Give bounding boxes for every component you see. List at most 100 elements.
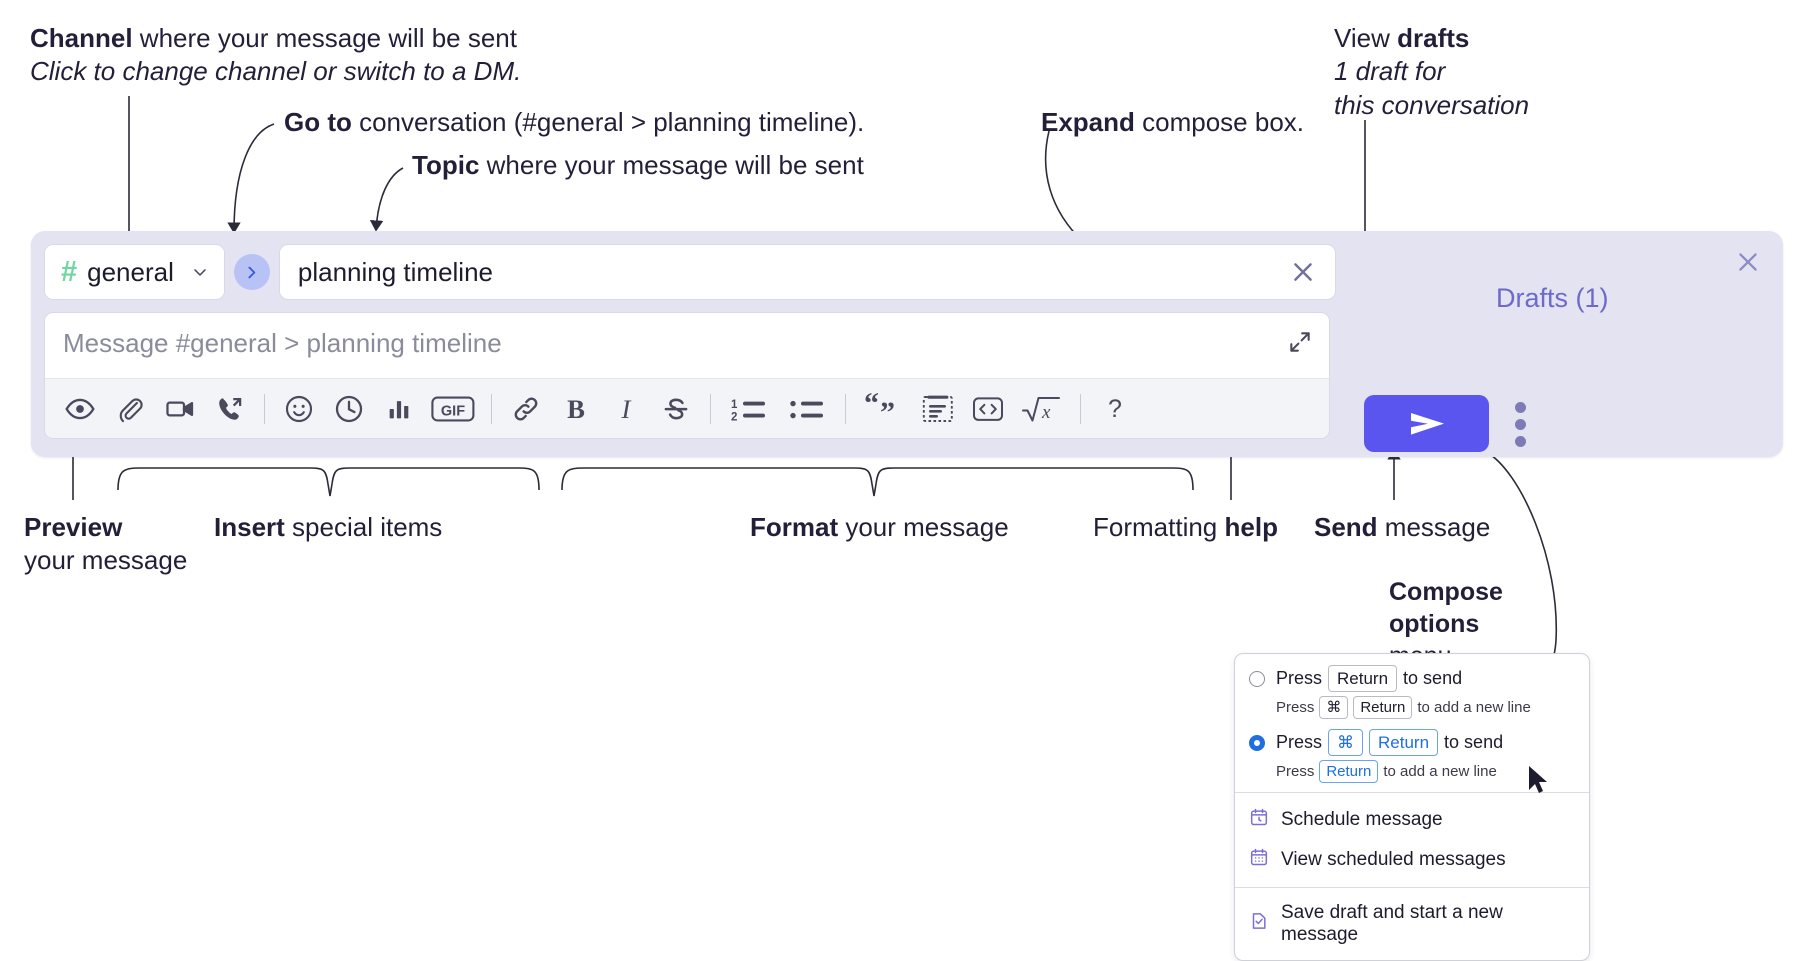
close-icon[interactable]: [1731, 245, 1765, 279]
opt1-sub-word-1: Press: [1276, 699, 1315, 716]
opt1-word-1: Press: [1276, 668, 1323, 688]
annotation-compose-options-bold-1: Compose: [1389, 578, 1503, 606]
italic-icon[interactable]: I: [601, 386, 651, 432]
annotation-help: Formatting help: [1093, 511, 1278, 544]
opt2-key-return: Return: [1369, 729, 1439, 756]
menu-item-schedule-message-label: Schedule message: [1281, 809, 1443, 830]
menu-option-return-to-send-sub: Press ⌘ Return to add a new line: [1235, 694, 1589, 721]
opt2-key-cmd: ⌘: [1328, 729, 1364, 756]
annotation-send: Send message: [1314, 511, 1490, 544]
annotation-format: Format your message: [750, 511, 1009, 544]
toolbar-divider-1: [264, 393, 265, 424]
menu-item-schedule-message[interactable]: Schedule message: [1235, 800, 1589, 840]
channel-name: general: [87, 256, 174, 287]
menu-item-save-draft[interactable]: Save draft and start a new message: [1235, 895, 1589, 953]
calendar-clock-icon: [1249, 807, 1269, 833]
annotation-format-rest: your message: [838, 512, 1009, 542]
svg-text:”: ”: [880, 396, 895, 425]
menu-option-cmd-return-to-send[interactable]: Press ⌘ Return to send: [1235, 727, 1589, 758]
channel-selector[interactable]: # general: [44, 244, 225, 300]
compose-options-button[interactable]: [1505, 401, 1535, 447]
svg-text:I: I: [621, 393, 632, 423]
annotation-format-bold: Format: [750, 512, 839, 542]
menu-option-return-to-send-label: Press Return to send: [1276, 665, 1462, 692]
annotation-preview-rest: your message: [24, 545, 188, 576]
annotation-expand-rest: compose box.: [1134, 107, 1305, 137]
annotation-compose-options-bold-2: options: [1389, 610, 1480, 638]
opt2-word-2: to send: [1444, 732, 1504, 752]
svg-text:“: “: [864, 393, 879, 420]
send-button[interactable]: [1364, 395, 1489, 452]
link-icon[interactable]: [501, 386, 551, 432]
menu-divider-2: [1235, 887, 1589, 888]
huddle-call-icon[interactable]: [205, 386, 255, 432]
svg-text:?: ?: [1108, 395, 1122, 423]
send-shortcut-options: Press Return to send Press ⌘ Return to a…: [1235, 654, 1589, 792]
preview-icon[interactable]: [55, 386, 105, 432]
draft-section: Save draft and start a new message: [1235, 888, 1589, 960]
clock-icon[interactable]: [324, 386, 374, 432]
annotation-goto-bold: Go to: [284, 107, 352, 137]
message-composer: Message #general > planning timeline: [44, 312, 1330, 439]
expand-icon[interactable]: [1283, 325, 1317, 359]
menu-item-view-scheduled-messages-label: View scheduled messages: [1281, 849, 1506, 870]
chevron-down-icon: [190, 262, 210, 282]
strikethrough-icon[interactable]: [651, 386, 701, 432]
annotation-expand: Expand compose box.: [1041, 106, 1304, 139]
annotation-preview: Preview your message: [24, 511, 187, 578]
topic-clear-icon[interactable]: [1285, 254, 1321, 290]
math-icon[interactable]: x: [1013, 386, 1071, 432]
opt1-sub-key-return: Return: [1353, 696, 1413, 719]
emoji-icon[interactable]: [274, 386, 324, 432]
annotation-help-plain: Formatting: [1093, 512, 1225, 542]
opt1-sub-key-cmd: ⌘: [1319, 696, 1349, 719]
save-draft-icon: [1249, 911, 1269, 937]
formatting-toolbar: GIF B I: [45, 378, 1329, 438]
annotation-preview-bold: Preview: [24, 512, 123, 542]
annotation-goto: Go to conversation (#general > planning …: [284, 106, 864, 139]
annotation-channel-bold: Channel: [30, 23, 133, 53]
topic-value: planning timeline: [297, 256, 494, 287]
menu-divider-1: [1235, 792, 1589, 793]
opt2-sub-key-return: Return: [1319, 760, 1379, 783]
help-icon[interactable]: ?: [1090, 386, 1140, 432]
topic-input[interactable]: planning timeline: [278, 244, 1336, 300]
menu-item-save-draft-label: Save draft and start a new message: [1281, 902, 1503, 945]
annotation-goto-rest: conversation (#general > planning timeli…: [351, 107, 865, 137]
inline-code-icon[interactable]: [963, 386, 1013, 432]
code-block-icon[interactable]: [913, 386, 963, 432]
opt2-word-1: Press: [1276, 732, 1323, 752]
attachment-icon[interactable]: [105, 386, 155, 432]
menu-item-view-scheduled-messages[interactable]: View scheduled messages: [1235, 840, 1589, 880]
svg-text:2: 2: [731, 411, 737, 423]
kebab-dot-1: [1514, 401, 1526, 413]
annotation-topic-rest: where your message will be sent: [479, 150, 864, 180]
menu-option-cmd-return-to-send-label: Press ⌘ Return to send: [1276, 729, 1503, 756]
bold-icon[interactable]: B: [551, 386, 601, 432]
schedule-section: Schedule message View scheduled me: [1235, 793, 1589, 887]
video-icon[interactable]: [155, 386, 205, 432]
message-input[interactable]: Message #general > planning timeline: [63, 328, 502, 358]
toolbar-divider-5: [1080, 393, 1081, 424]
radio-cmd-return-to-send[interactable]: [1249, 734, 1265, 751]
annotation-drafts-italic-1: 1 draft for: [1334, 56, 1446, 87]
compose-header: # general planning timeline: [44, 244, 1336, 300]
annotation-drafts-italic-2: this conversation: [1334, 89, 1530, 120]
kebab-dot-2: [1514, 418, 1526, 430]
poll-bar-chart-icon[interactable]: [374, 386, 424, 432]
opt1-key-return: Return: [1328, 665, 1398, 692]
ordered-list-icon[interactable]: 1 2: [720, 386, 778, 432]
drafts-link[interactable]: Drafts (1): [1496, 283, 1609, 313]
go-to-conversation-button[interactable]: [233, 254, 270, 290]
gif-icon[interactable]: GIF: [424, 386, 482, 432]
blockquote-icon[interactable]: “ ”: [855, 386, 913, 432]
menu-option-return-to-send[interactable]: Press Return to send: [1235, 663, 1589, 694]
calendar-grid-icon: [1249, 847, 1269, 873]
opt2-sub-word-2: to add a new line: [1383, 763, 1497, 780]
bulleted-list-icon[interactable]: [778, 386, 836, 432]
radio-return-to-send[interactable]: [1249, 670, 1265, 687]
compose-panel: # general planning timeline Message #gen…: [31, 231, 1783, 457]
annotation-drafts-bold: drafts: [1397, 23, 1470, 53]
annotation-channel-rest: where your message will be sent: [132, 23, 517, 53]
